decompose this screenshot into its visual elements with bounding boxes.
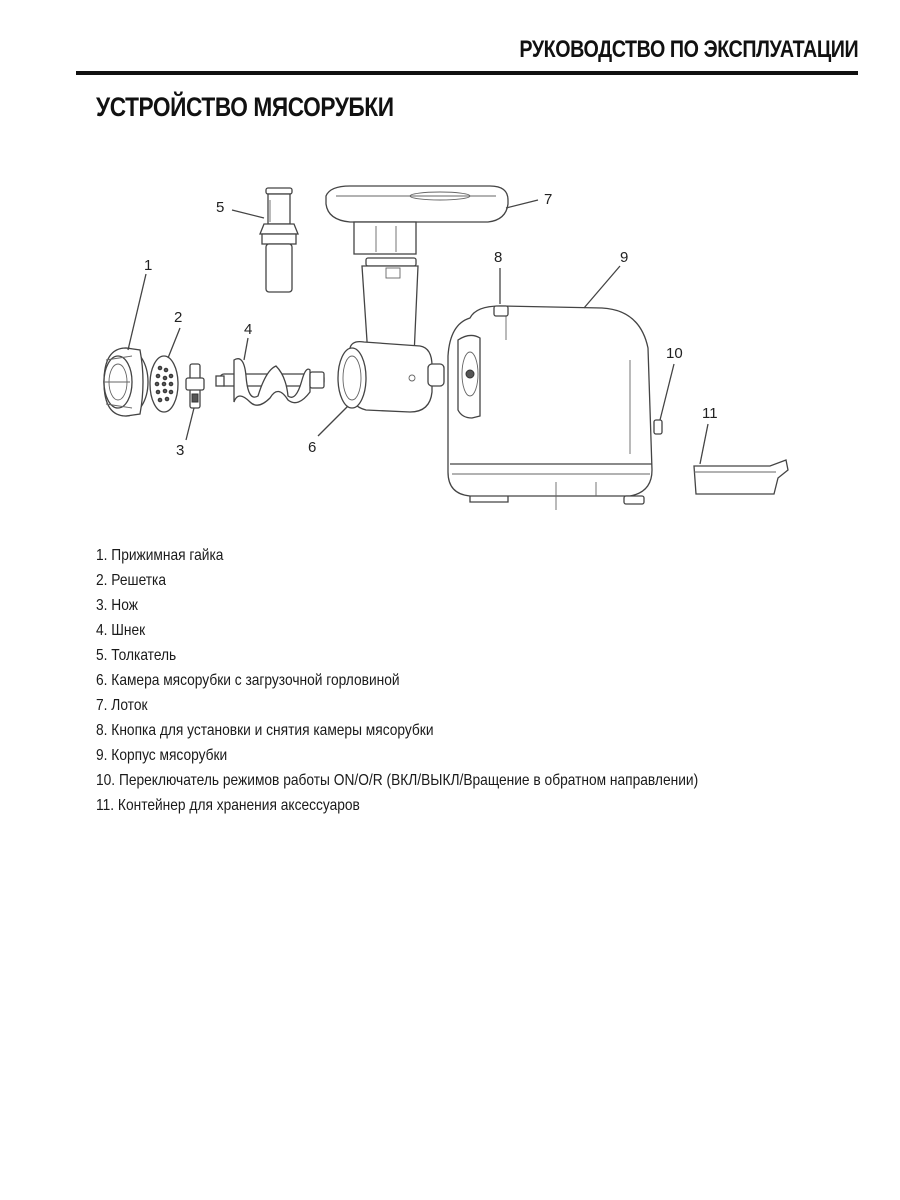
callout-5: 5 xyxy=(216,199,224,216)
motor-body-part xyxy=(447,305,653,510)
parts-list-item: 11. Контейнер для хранения аксессуаров xyxy=(96,797,360,814)
leader-lines xyxy=(127,199,709,465)
tray-part xyxy=(325,185,509,255)
grinder-chamber-part xyxy=(337,257,445,413)
parts-list-item: 3. Нож xyxy=(96,597,138,614)
callout-7: 7 xyxy=(544,191,552,208)
exploded-diagram: 1 2 3 4 5 6 7 8 9 10 11 xyxy=(0,170,900,530)
grate-part xyxy=(149,355,179,413)
pusher-part xyxy=(259,187,299,293)
parts-list-item: 8. Кнопка для установки и снятия камеры … xyxy=(96,722,434,739)
parts-list-item: 2. Решетка xyxy=(96,572,167,589)
callout-2: 2 xyxy=(174,309,182,326)
meat-grinder-diagram-svg: 1 2 3 4 5 6 7 8 9 10 11 xyxy=(103,185,789,510)
mode-switch-part xyxy=(653,419,663,435)
callout-11: 11 xyxy=(702,405,718,422)
callout-4: 4 xyxy=(244,321,252,338)
release-button-part xyxy=(493,305,509,317)
section-title: УСТРОЙСТВО МЯСОРУБКИ xyxy=(96,92,394,122)
parts-list-item: 5. Толкатель xyxy=(96,647,177,664)
document-header-title: РУКОВОДСТВО ПО ЭКСПЛУАТАЦИИ xyxy=(519,36,858,63)
callout-3: 3 xyxy=(176,442,184,459)
parts-list-item: 7. Лоток xyxy=(96,697,148,714)
knife-part xyxy=(185,363,205,409)
parts-list-item: 4. Шнек xyxy=(96,622,146,639)
callout-1: 1 xyxy=(144,257,152,274)
parts-list: 1. Прижимная гайка 2. Решетка 3. Нож 4. … xyxy=(96,543,796,818)
storage-container-part xyxy=(693,459,789,495)
auger-part xyxy=(215,358,325,406)
parts-list-item: 6. Камера мясорубки с загрузочной горлов… xyxy=(96,672,400,689)
parts-list-item: 1. Прижимная гайка xyxy=(96,547,224,564)
callout-8: 8 xyxy=(494,249,502,266)
callout-10: 10 xyxy=(666,345,683,362)
callout-6: 6 xyxy=(308,439,316,456)
parts-list-item: 10. Переключатель режимов работы ON/O/R … xyxy=(96,772,699,789)
pressing-nut-part xyxy=(103,347,149,417)
callout-9: 9 xyxy=(620,249,628,266)
parts-list-item: 9. Корпус мясорубки xyxy=(96,747,228,764)
header-divider xyxy=(76,71,858,75)
